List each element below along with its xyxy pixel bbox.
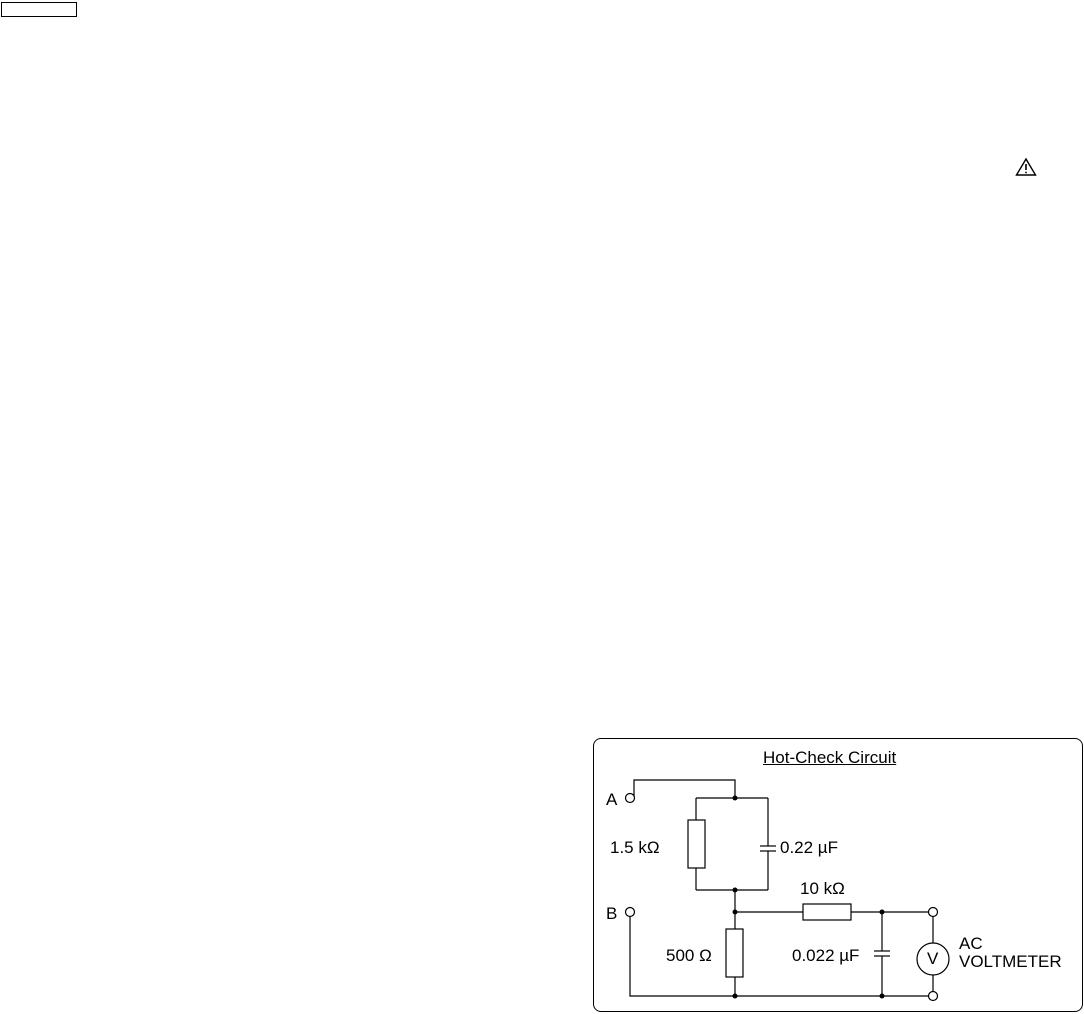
hot-check-circuit-panel: Hot-Check Circuit A B 1.5 kΩ 0.22 µF 10 … bbox=[593, 738, 1083, 1012]
junction-dot bbox=[732, 993, 738, 999]
resistor-10k bbox=[802, 903, 852, 921]
wire-b bbox=[629, 917, 929, 997]
header-label-box bbox=[1, 2, 77, 17]
junction-dot bbox=[879, 909, 885, 915]
terminal-b-label: B bbox=[606, 904, 618, 923]
capacitor-0-22-label: 0.22 µF bbox=[780, 838, 838, 857]
terminal-b bbox=[624, 906, 636, 918]
resistor-1-5k-label: 1.5 kΩ bbox=[610, 838, 660, 857]
resistor-500 bbox=[725, 928, 744, 978]
resistor-1-5k bbox=[687, 819, 706, 869]
resistor-500-label: 500 Ω bbox=[666, 946, 712, 965]
terminal-a-label: A bbox=[606, 790, 618, 809]
meter-label-ac: AC bbox=[959, 934, 983, 953]
meter-terminal-bottom bbox=[927, 990, 939, 1002]
junction-dot bbox=[732, 795, 738, 801]
junction-dot bbox=[879, 993, 885, 999]
junction-dot bbox=[732, 887, 738, 893]
junction-dot bbox=[732, 909, 738, 915]
meter-label-voltmeter: VOLTMETER bbox=[959, 952, 1062, 971]
meter-terminal-top bbox=[927, 906, 939, 918]
capacitor-0-022-label: 0.022 µF bbox=[792, 946, 860, 965]
terminal-a bbox=[624, 792, 636, 804]
resistor-10k-label: 10 kΩ bbox=[800, 879, 845, 898]
voltmeter-symbol: V bbox=[927, 949, 939, 968]
warning-triangle-icon bbox=[1015, 157, 1037, 176]
circuit-title: Hot-Check Circuit bbox=[763, 748, 897, 767]
circuit-schematic bbox=[624, 779, 950, 1002]
wire-a bbox=[633, 779, 736, 798]
